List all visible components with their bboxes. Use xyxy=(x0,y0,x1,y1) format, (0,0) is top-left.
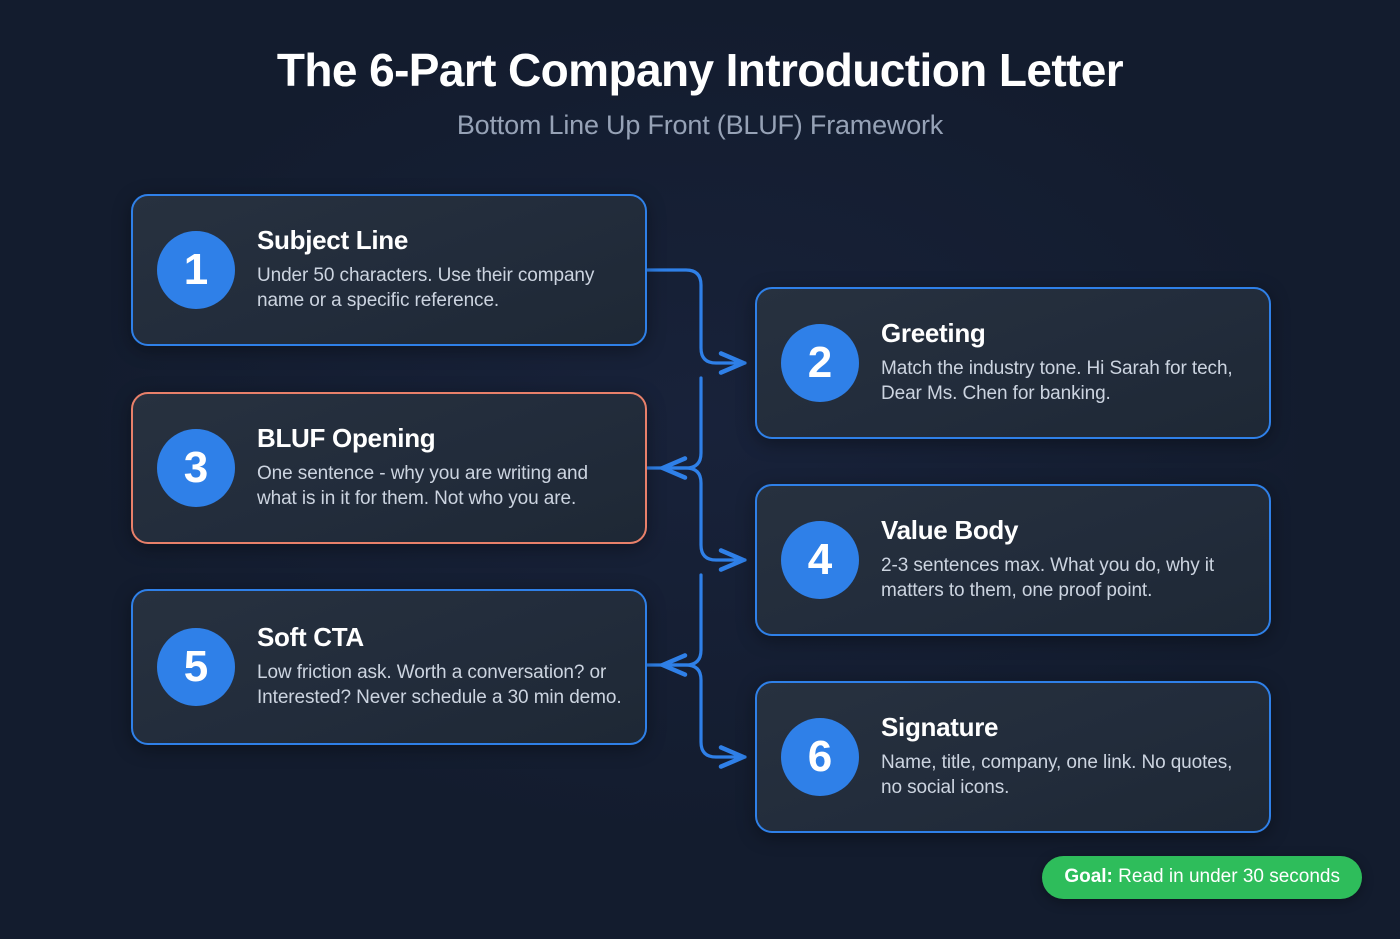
goal-label: Goal: xyxy=(1064,866,1113,888)
step-card-content: Value Body 2-3 sentences max. What you d… xyxy=(881,516,1249,603)
step-card-title: Signature xyxy=(881,712,999,743)
step-card-value-body[interactable]: 4 Value Body 2-3 sentences max. What you… xyxy=(755,484,1271,636)
step-card-description: Match the industry tone. Hi Sarah for te… xyxy=(881,358,1233,405)
page-subtitle: Bottom Line Up Front (BLUF) Framework xyxy=(456,109,944,140)
connector-1-to-2 xyxy=(645,268,747,375)
step-card-content: Signature Name, title, company, one link… xyxy=(881,713,1249,800)
step-card-subject-line[interactable]: 1 Subject Line Under 50 characters. Use … xyxy=(131,194,647,346)
goal-badge: Goal: Read in under 30 seconds xyxy=(1042,856,1362,899)
step-number-badge: 5 xyxy=(157,628,235,706)
connector-5-to-6 xyxy=(645,663,747,769)
step-card-title: Value Body xyxy=(881,515,1019,546)
step-card-title: Soft CTA xyxy=(257,622,364,653)
step-card-description: Name, title, company, one link. No quote… xyxy=(881,752,1233,799)
step-card-description: Low friction ask. Worth a conversation? … xyxy=(257,662,622,709)
step-card-title: BLUF Opening xyxy=(257,423,436,454)
step-card-soft-cta[interactable]: 5 Soft CTA Low friction ask. Worth a con… xyxy=(131,589,647,745)
connector-2-to-3 xyxy=(659,376,703,480)
page-header: The 6-Part Company Introduction Letter B… xyxy=(0,0,1400,141)
step-number-badge: 4 xyxy=(781,521,859,599)
step-card-bluf-opening[interactable]: 3 BLUF Opening One sentence - why you ar… xyxy=(131,392,647,544)
step-card-title: Subject Line xyxy=(257,225,408,256)
step-card-title: Greeting xyxy=(881,318,986,349)
step-card-signature[interactable]: 6 Signature Name, title, company, one li… xyxy=(755,681,1271,833)
step-card-greeting[interactable]: 2 Greeting Match the industry tone. Hi S… xyxy=(755,287,1271,439)
step-card-content: Soft CTA Low friction ask. Worth a conve… xyxy=(257,623,625,710)
step-card-content: Greeting Match the industry tone. Hi Sar… xyxy=(881,319,1249,406)
step-number-badge: 6 xyxy=(781,718,859,796)
step-number-badge: 3 xyxy=(157,429,235,507)
step-card-content: BLUF Opening One sentence - why you are … xyxy=(257,424,625,511)
step-card-description: One sentence - why you are writing and w… xyxy=(257,463,588,510)
step-number-badge: 2 xyxy=(781,324,859,402)
page-title: The 6-Part Company Introduction Letter xyxy=(276,44,1124,96)
goal-text: Read in under 30 seconds xyxy=(1118,866,1340,888)
step-number-badge: 1 xyxy=(157,231,235,309)
connector-4-to-5 xyxy=(659,573,703,677)
connector-3-to-4 xyxy=(645,466,747,572)
step-card-content: Subject Line Under 50 characters. Use th… xyxy=(257,226,625,313)
step-card-description: 2-3 sentences max. What you do, why it m… xyxy=(881,555,1215,602)
step-card-description: Under 50 characters. Use their company n… xyxy=(257,265,595,312)
